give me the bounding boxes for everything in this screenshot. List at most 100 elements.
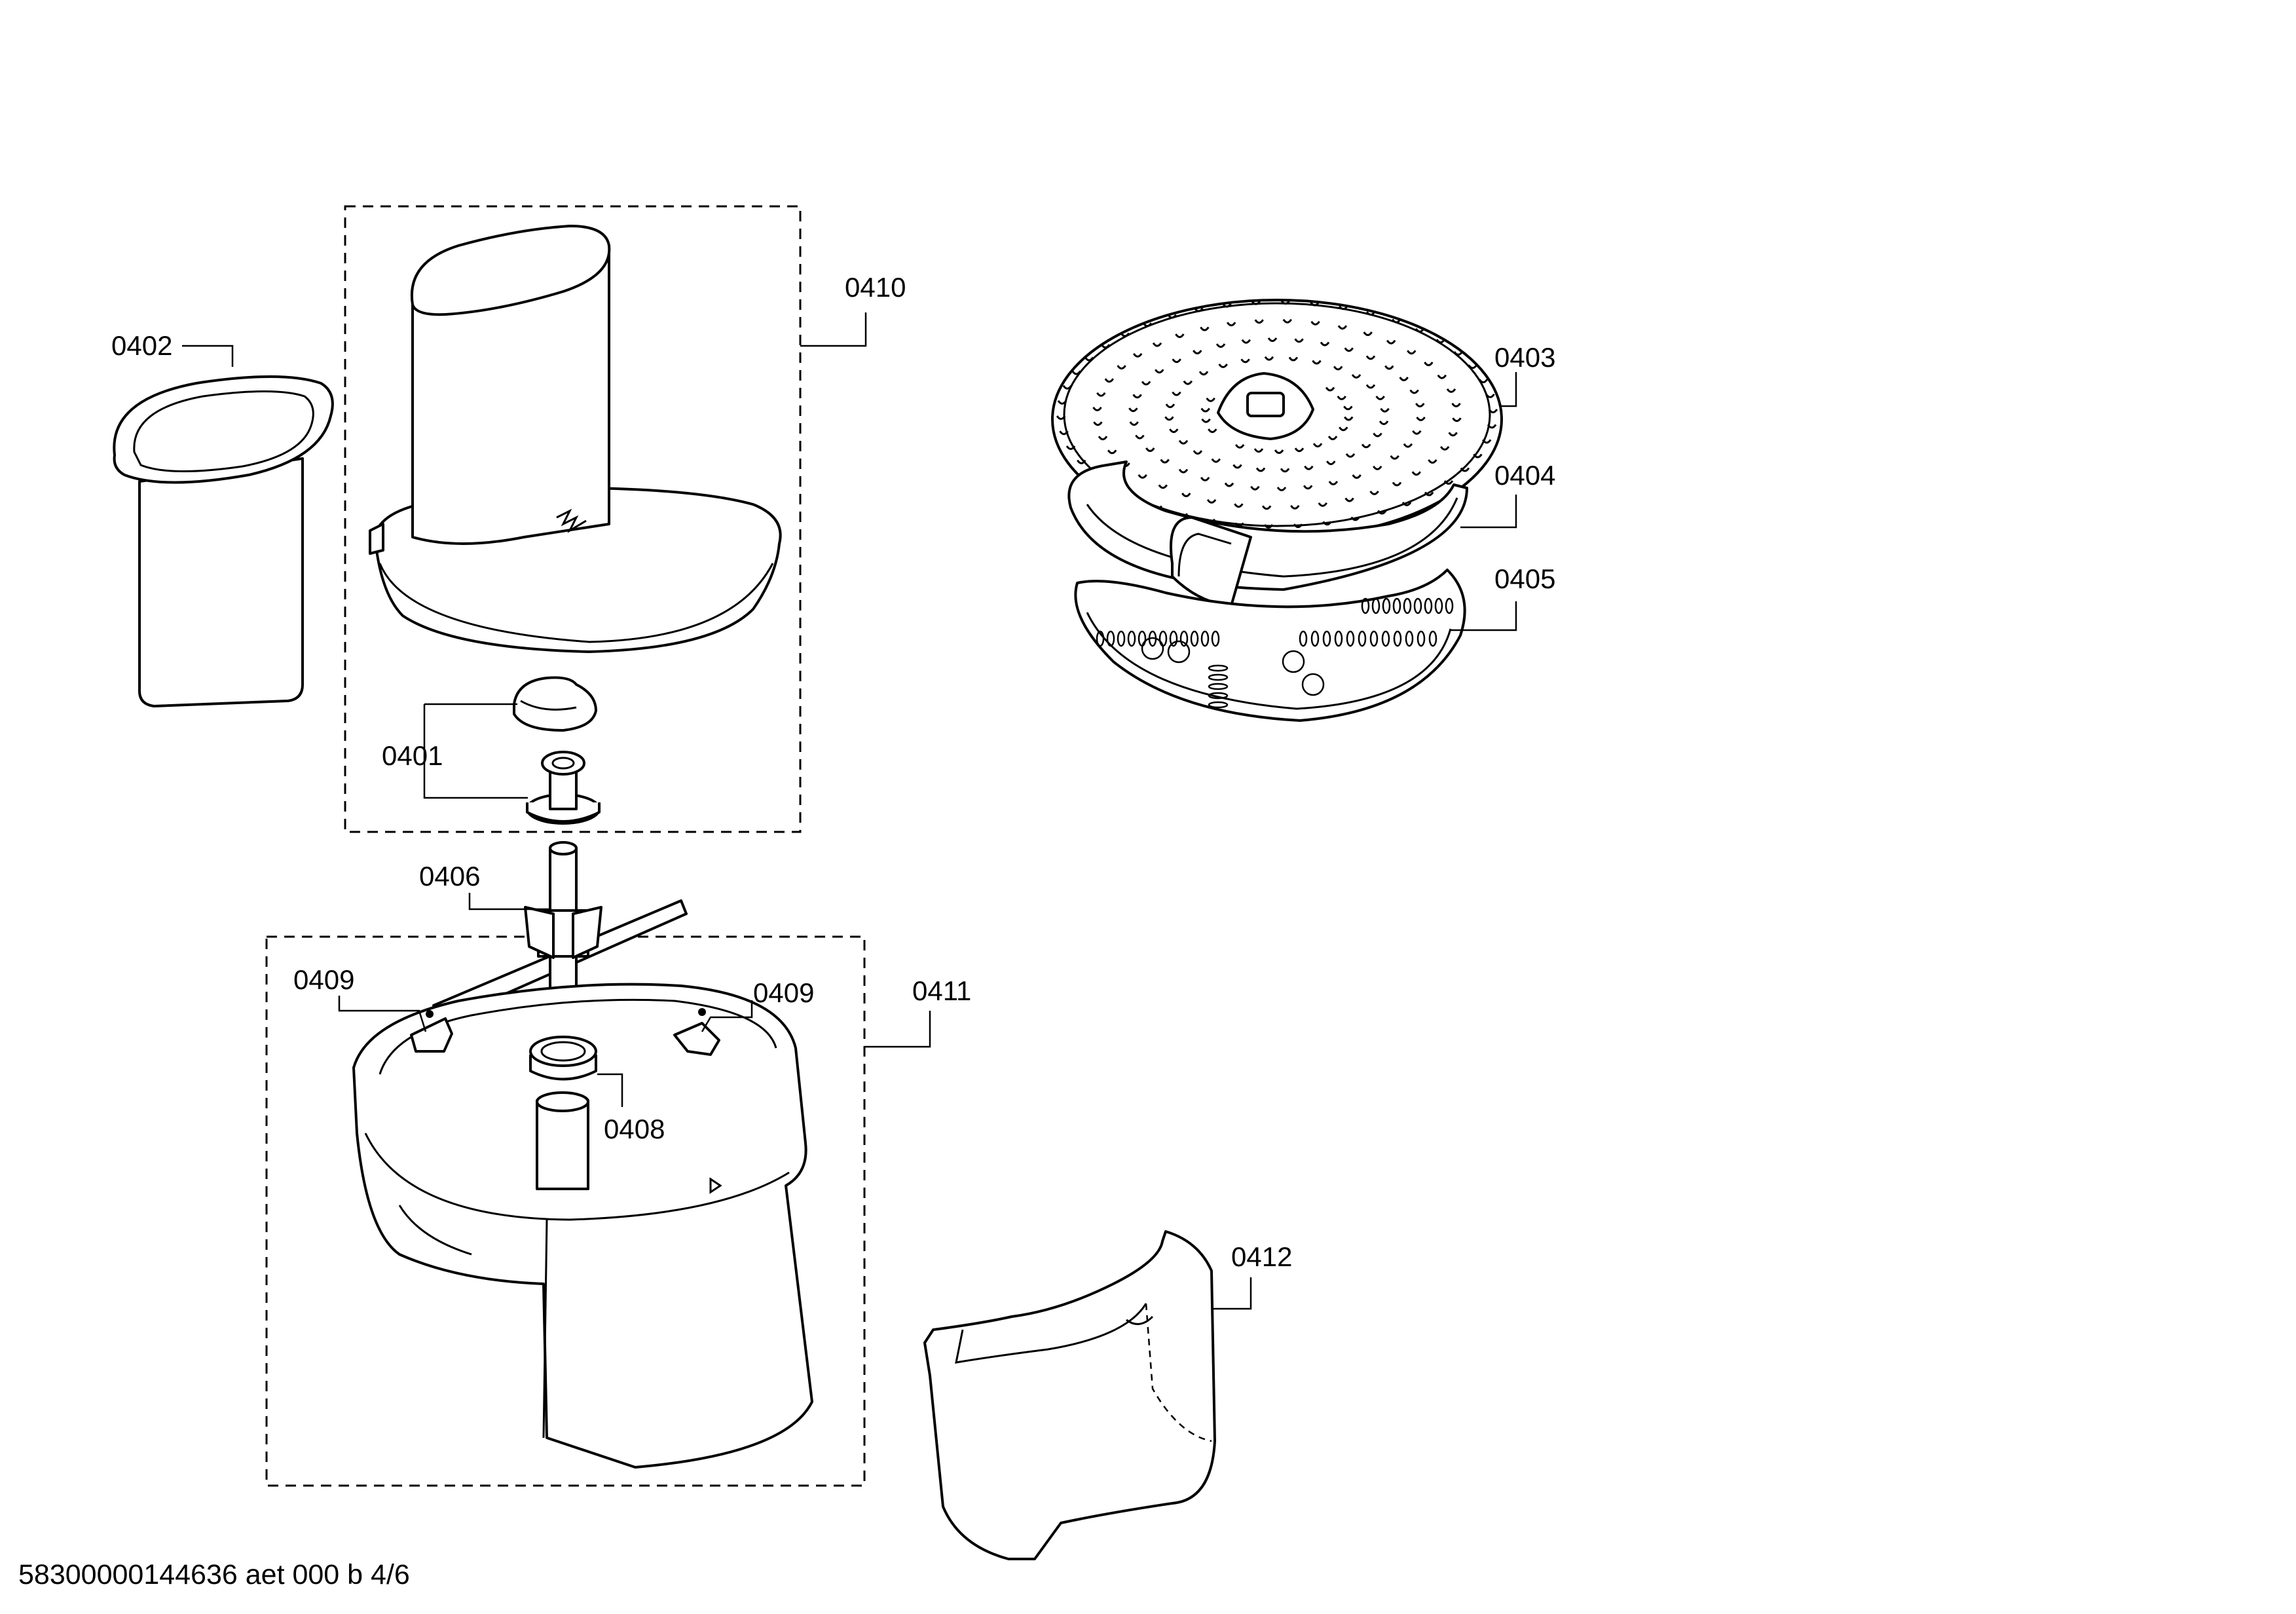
- perforation-mark: [1100, 344, 1111, 348]
- perforation-mark: [1241, 339, 1251, 344]
- perforation-mark: [1290, 504, 1300, 510]
- perforation-mark: [1056, 415, 1066, 420]
- perforation-mark: [1345, 453, 1356, 458]
- perforation-mark: [1288, 356, 1299, 362]
- label-0402: 0402: [111, 330, 172, 361]
- perforation-mark: [1344, 347, 1354, 352]
- perforation-mark: [1169, 428, 1179, 434]
- perforation-mark: [1234, 443, 1245, 449]
- label-0412: 0412: [1231, 1241, 1292, 1272]
- shred-hole: [1127, 630, 1136, 647]
- perforation-mark: [1234, 503, 1244, 508]
- perforation-mark: [1267, 337, 1278, 343]
- perforation-mark: [1344, 497, 1354, 502]
- perforation-mark: [1373, 432, 1382, 438]
- label-0409-right: 0409: [753, 977, 814, 1008]
- part-0409-clip-left: [410, 1010, 453, 1053]
- shred-hole: [1361, 597, 1370, 614]
- perforation-mark: [1232, 464, 1242, 469]
- perforation-mark: [1403, 443, 1413, 448]
- perforation-mark: [1276, 487, 1287, 491]
- perforation-mark: [1251, 300, 1261, 305]
- perforation-mark: [1325, 386, 1335, 392]
- perforation-mark: [1201, 418, 1211, 423]
- part-0408-ring: [529, 1036, 597, 1190]
- perforation-mark: [1365, 355, 1376, 360]
- perforation-mark: [1328, 481, 1339, 485]
- perforation-mark: [1193, 350, 1202, 354]
- perforation-mark: [1280, 468, 1290, 473]
- perforation-mark: [1337, 396, 1346, 400]
- perforation-mark: [1416, 417, 1426, 421]
- perforation-mark: [1320, 341, 1330, 347]
- perforation-mark: [1322, 521, 1332, 526]
- shred-hole: [1424, 597, 1433, 614]
- perforation-mark: [1132, 352, 1143, 358]
- label-0409-left: 0409: [293, 964, 354, 995]
- label-0405: 0405: [1494, 563, 1555, 594]
- part-0402-pusher: [113, 375, 334, 707]
- perforation-mark: [1451, 402, 1461, 407]
- perforation-mark: [1481, 439, 1492, 444]
- perforation-mark: [1350, 516, 1360, 521]
- perforation-mark: [1264, 356, 1274, 361]
- perforation-mark: [1377, 510, 1387, 515]
- perforation-mark: [1424, 491, 1434, 497]
- perforation-mark: [1178, 468, 1189, 474]
- perforation-mark: [1380, 407, 1390, 413]
- part-0410-lid: [369, 225, 782, 653]
- perforation-mark: [1181, 493, 1191, 497]
- perforation-mark: [1365, 384, 1376, 389]
- perforation-mark: [1240, 358, 1250, 364]
- perforation-mark: [1448, 432, 1458, 437]
- perforation-mark: [1468, 364, 1477, 369]
- perforation-mark: [1352, 474, 1361, 479]
- perforation-mark: [1407, 350, 1416, 355]
- perforation-mark: [1200, 476, 1210, 481]
- shred-hole: [1369, 630, 1379, 647]
- perforation-mark: [1092, 406, 1102, 411]
- perforation-mark: [1208, 428, 1217, 434]
- perforation-mark: [1222, 303, 1232, 308]
- group-box-0411: [265, 935, 866, 1487]
- shred-hole: [1382, 597, 1391, 614]
- perforation-mark: [1369, 491, 1379, 495]
- perforation-mark: [1135, 434, 1145, 440]
- perforation-mark: [1337, 325, 1348, 330]
- perforation-mark: [1361, 443, 1371, 449]
- perforation-mark: [1343, 405, 1353, 411]
- perforation-mark: [1141, 381, 1151, 386]
- label-0411: 0411: [912, 975, 971, 1006]
- perforation-mark: [1132, 394, 1142, 399]
- perforation-mark: [1211, 458, 1221, 463]
- perforation-mark: [1312, 443, 1323, 448]
- perforation-mark: [1384, 365, 1394, 370]
- footer-document-code: 58300000144636 aet 000 b 4/6: [18, 1559, 410, 1590]
- perforation-mark: [1312, 360, 1322, 365]
- perforation-mark: [1254, 319, 1264, 324]
- perforation-mark: [1253, 448, 1264, 453]
- perforation-mark: [1178, 440, 1189, 445]
- shred-hole: [1310, 630, 1320, 647]
- perforation-mark: [1165, 404, 1176, 409]
- perforation-mark: [1439, 445, 1450, 451]
- perforation-mark: [1390, 455, 1399, 460]
- shred-hole: [1403, 597, 1412, 614]
- shred-hole: [1190, 630, 1199, 647]
- label-0406: 0406: [419, 861, 480, 891]
- shred-hole: [1299, 630, 1308, 647]
- leader-lines: [182, 312, 1517, 1310]
- perforation-mark: [1415, 328, 1425, 333]
- label-0408: 0408: [604, 1114, 665, 1144]
- disc-shred-holes: [1096, 597, 1454, 709]
- perforation-mark: [1344, 416, 1354, 421]
- perforation-mark: [1129, 421, 1139, 426]
- perforation-mark: [1206, 498, 1217, 504]
- perforation-mark: [1152, 342, 1162, 347]
- perforation-mark: [1077, 459, 1086, 464]
- perforation-mark: [1071, 370, 1081, 375]
- perforation-mark: [1128, 407, 1138, 413]
- perforation-mark: [1057, 400, 1067, 405]
- shred-hole: [1208, 692, 1229, 700]
- perforation-mark: [1175, 333, 1185, 339]
